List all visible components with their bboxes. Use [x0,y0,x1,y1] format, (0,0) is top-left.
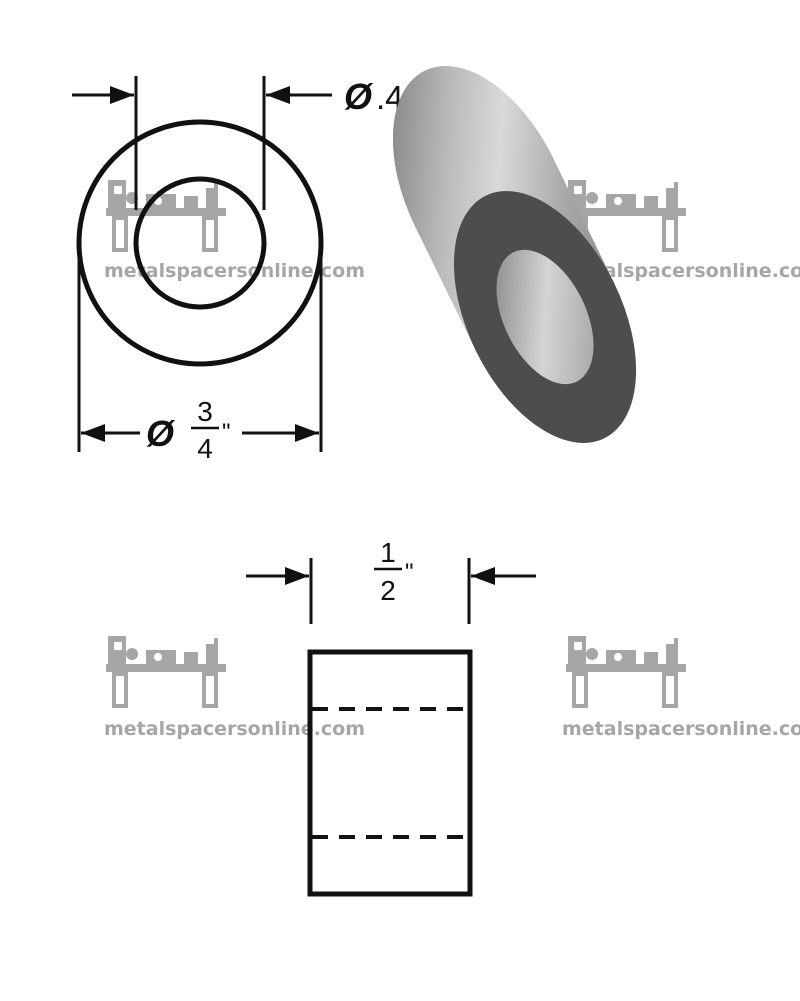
outer-diameter-denominator: 4 [197,433,213,464]
watermark-bottom-right: metalspacersonline.com [562,636,800,740]
isometric-view [393,66,637,443]
watermark-text: metalspacersonline.com [562,718,800,740]
arrowhead [81,424,105,442]
watermark-text: metalspacersonline.com [104,718,365,740]
lathe-icon [566,636,686,708]
side-view [307,649,473,897]
watermark-text: metalspacersonline.com [104,260,365,282]
length-unit: " [405,559,414,586]
outer-diameter-numerator: 3 [197,396,213,427]
watermark-bottom-left: metalspacersonline.com [104,636,365,740]
arrowhead [285,567,309,585]
arrowhead [295,424,319,442]
length-denominator: 2 [380,575,396,606]
diameter-symbol-icon: Ø [344,76,374,117]
arrowhead [110,86,134,104]
arrowhead [471,567,495,585]
watermark-top-right: metalspacersonline.com [562,180,800,282]
length-dimension: 1 2 " [246,537,536,624]
inner-circle [133,176,267,310]
spacer-bore [496,249,594,385]
watermark-top-left: metalspacersonline.com [104,180,365,282]
outer-diameter-unit: " [222,419,231,446]
arrowhead [266,86,290,104]
side-outline [307,649,473,897]
watermark-text: metalspacersonline.com [562,260,800,282]
length-numerator: 1 [380,537,396,568]
outer-diameter-dimension: Ø 3 4 " [77,243,323,464]
diameter-symbol-icon: Ø [146,413,176,454]
lathe-icon [106,636,226,708]
